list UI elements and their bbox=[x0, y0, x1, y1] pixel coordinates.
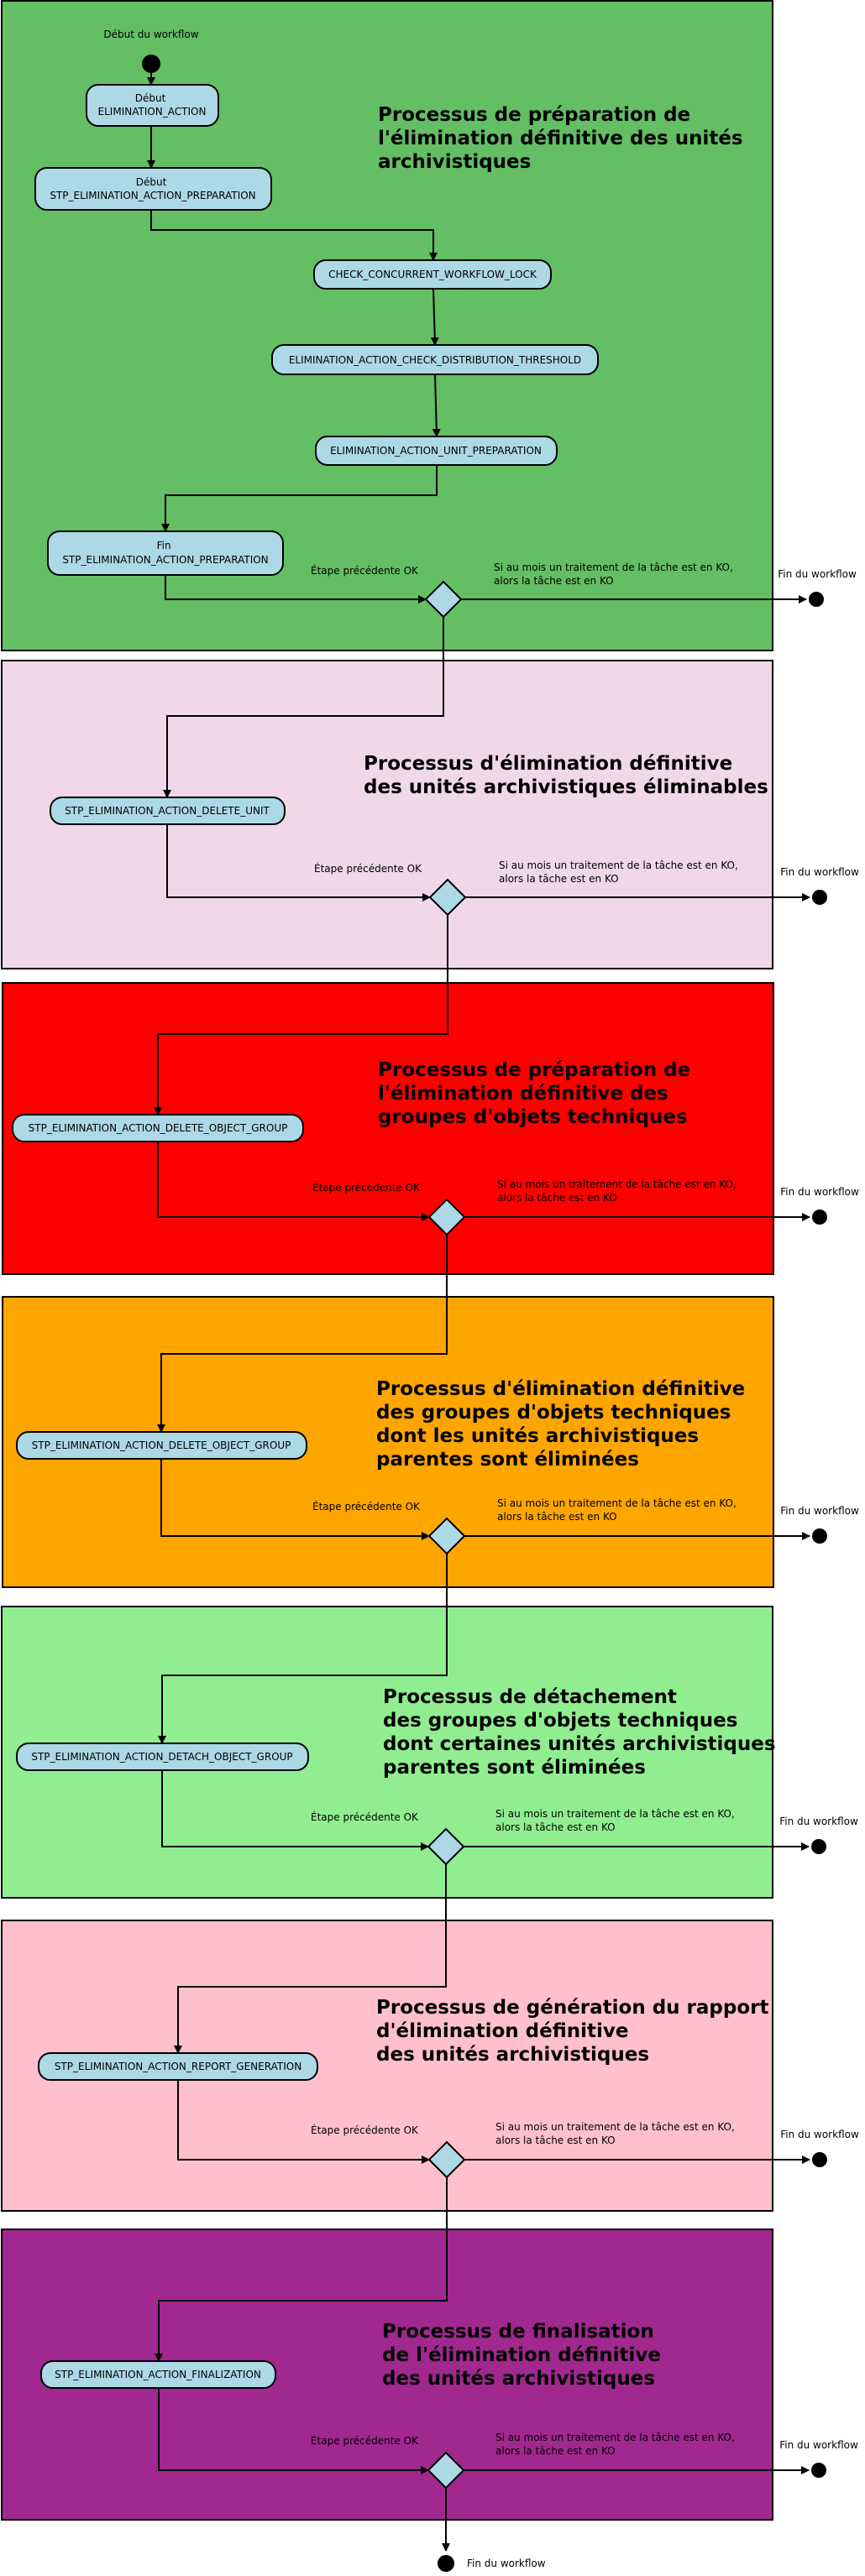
lane-4-title: Processus d'élimination définitive des g… bbox=[376, 1378, 752, 1471]
svg-text:STP_ELIMINATION_ACTION_DELETE_: STP_ELIMINATION_ACTION_DELETE_OBJECT_GRO… bbox=[32, 1440, 291, 1451]
step-delete-object-group-1: STP_ELIMINATION_ACTION_DELETE_OBJECT_GRO… bbox=[12, 1114, 304, 1142]
svg-text:CHECK_CONCURRENT_WORKFLOW_LOCK: CHECK_CONCURRENT_WORKFLOW_LOCK bbox=[328, 269, 537, 280]
end-label-1: Fin du workflow bbox=[778, 568, 857, 580]
ko-label-1: Si au mois un traitement de la tâche est… bbox=[494, 562, 733, 587]
ok-label-4: Étape précédente OK bbox=[312, 1500, 421, 1513]
svg-text:Début STP_ELIMINATION_AC: Début STP_ELIMINATION_ACTION_PREPARATION bbox=[50, 176, 255, 201]
ok-label-6: Étape précédente OK bbox=[311, 2124, 419, 2136]
svg-text:ELIMINATION_ACTION_UNIT_PREPAR: ELIMINATION_ACTION_UNIT_PREPARATION bbox=[330, 445, 542, 457]
edge-report-to-gate-6 bbox=[177, 2080, 430, 2164]
lane-6-title: Processus de génération du rapport d'éli… bbox=[376, 1997, 776, 2066]
end-label-4: Fin du workflow bbox=[780, 1505, 859, 1517]
end-node-6 bbox=[812, 2152, 827, 2167]
step-check-concurrent-workflow-lock: CHECK_CONCURRENT_WORKFLOW_LOCK bbox=[313, 259, 552, 290]
step-check-distribution-threshold: ELIMINATION_ACTION_CHECK_DISTRIBUTION_TH… bbox=[271, 344, 599, 375]
start-node bbox=[142, 55, 160, 73]
svg-text:STP_ELIMINATION_ACTION_DELETE_: STP_ELIMINATION_ACTION_DELETE_OBJECT_GRO… bbox=[29, 1122, 288, 1134]
lane-2-title: Processus d'élimination définitive des u… bbox=[364, 753, 768, 798]
end-node-2 bbox=[812, 890, 827, 905]
decision-gate-3 bbox=[427, 1198, 466, 1236]
decision-gate-2 bbox=[428, 878, 467, 917]
ok-label-7: Étape précédente OK bbox=[311, 2434, 419, 2447]
step-unit-preparation: ELIMINATION_ACTION_UNIT_PREPARATION bbox=[315, 436, 558, 466]
edge-gate-2-to-lane-3 bbox=[154, 915, 448, 1116]
edge-gate-5-to-lane-6 bbox=[174, 1864, 447, 2054]
end-node-5 bbox=[811, 1839, 826, 1854]
ko-label-2: Si au mois un traitement de la tâche est… bbox=[499, 860, 738, 885]
end-label-3: Fin du workflow bbox=[780, 1186, 859, 1198]
step-detach-object-group: STP_ELIMINATION_ACTION_DETACH_OBJECT_GRO… bbox=[16, 1743, 309, 1771]
end-node-7 bbox=[811, 2463, 826, 2478]
edge-lock-to-threshold bbox=[430, 288, 439, 346]
end-node-3 bbox=[812, 1210, 827, 1225]
svg-text:STP_ELIMINATION_ACTION_DELETE_: STP_ELIMINATION_ACTION_DELETE_UNIT bbox=[65, 805, 270, 817]
end-node-1 bbox=[809, 592, 824, 607]
lane-7-title: Processus de finalisation de l'éliminati… bbox=[382, 2321, 668, 2390]
start-label: Début du workflow bbox=[103, 29, 198, 40]
ko-label-3: Si au mois un traitement de la tâche est… bbox=[497, 1178, 737, 1204]
step-report-generation: STP_ELIMINATION_ACTION_REPORT_GENERATION bbox=[38, 2052, 318, 2081]
lane-3-title: Processus de préparation de l'éliminatio… bbox=[378, 1059, 697, 1128]
edge-gate-3-to-lane-4 bbox=[157, 1235, 448, 1433]
decision-gate-7 bbox=[427, 2451, 465, 2490]
end-label-2: Fin du workflow bbox=[780, 866, 859, 878]
decision-gate-1 bbox=[424, 580, 463, 619]
svg-text:Fin STP_ELIMINATION_ACTI: Fin STP_ELIMINATION_ACTION_PREPARATION bbox=[62, 540, 268, 566]
lane-1-title: Processus de préparation de l'éliminatio… bbox=[378, 104, 750, 173]
decision-gate-6 bbox=[427, 2140, 466, 2179]
step-debut-elimination-action: Début ELIMINATION_ACTION bbox=[86, 84, 219, 127]
end-label-7: Fin du workflow bbox=[779, 2439, 858, 2451]
ok-label-3: Étape précédente OK bbox=[312, 1181, 421, 1194]
svg-text:ELIMINATION_ACTION_CHECK_DISTR: ELIMINATION_ACTION_CHECK_DISTRIBUTION_TH… bbox=[289, 354, 581, 366]
edge-fin-step-to-gate-1 bbox=[165, 575, 427, 604]
edge-gate-1-to-lane-2 bbox=[163, 617, 444, 798]
edge-finalization-to-gate-7 bbox=[158, 2388, 429, 2474]
edge-detach-og-to-gate-5 bbox=[161, 1770, 429, 1851]
edge-unit-prep-to-fin-step bbox=[161, 465, 438, 532]
ko-label-5: Si au mois un traitement de la tâche est… bbox=[495, 1808, 735, 1833]
svg-text:STP_ELIMINATION_ACTION_DETACH_: STP_ELIMINATION_ACTION_DETACH_OBJECT_GRO… bbox=[31, 1751, 292, 1763]
ko-label-6: Si au mois un traitement de la tâche est… bbox=[495, 2121, 735, 2146]
step-delete-object-group-2: STP_ELIMINATION_ACTION_DELETE_OBJECT_GRO… bbox=[16, 1431, 307, 1460]
step-finalization: STP_ELIMINATION_ACTION_FINALIZATION bbox=[40, 2360, 276, 2389]
final-end-node bbox=[438, 2555, 454, 2572]
decision-gate-4 bbox=[427, 1517, 466, 1555]
ok-label-5: Étape précédente OK bbox=[311, 1811, 419, 1823]
edge-threshold-to-unit-prep bbox=[432, 374, 441, 437]
edge-debut-step-to-lock bbox=[150, 210, 438, 261]
edge-delete-og-to-gate-3 bbox=[157, 1142, 430, 1221]
lane-5-title: Processus de détachement des groupes d'o… bbox=[383, 1686, 783, 1779]
ko-label-7: Si au mois un traitement de la tâche est… bbox=[495, 2432, 735, 2457]
edge-gate-6-to-lane-7 bbox=[155, 2177, 448, 2362]
final-end-label: Fin du workflow bbox=[467, 2558, 546, 2569]
ko-label-4: Si au mois un traitement de la tâche est… bbox=[497, 1497, 737, 1523]
svg-text:STP_ELIMINATION_ACTION_FINALIZ: STP_ELIMINATION_ACTION_FINALIZATION bbox=[55, 2369, 261, 2380]
step-debut-preparation: Début STP_ELIMINATION_ACTION_PREPARATION bbox=[34, 167, 272, 211]
decision-gate-5 bbox=[427, 1827, 465, 1866]
end-label-6: Fin du workflow bbox=[780, 2129, 859, 2140]
ok-label-2: Étape précédente OK bbox=[314, 862, 422, 875]
end-label-5: Fin du workflow bbox=[779, 1816, 858, 1827]
ok-label-1: Étape précédente OK bbox=[311, 564, 419, 577]
svg-text:Début ELIMINATION_ACTION: Début ELIMINATION_ACTION bbox=[98, 92, 207, 118]
edge-gate-4-to-lane-5 bbox=[158, 1554, 448, 1744]
svg-text:STP_ELIMINATION_ACTION_REPORT_: STP_ELIMINATION_ACTION_REPORT_GENERATION bbox=[55, 2061, 301, 2072]
end-node-4 bbox=[812, 1528, 827, 1544]
edge-delete-unit-to-gate-2 bbox=[166, 824, 431, 901]
step-fin-preparation: Fin STP_ELIMINATION_ACTION_PREPARATION bbox=[47, 530, 284, 576]
step-delete-unit: STP_ELIMINATION_ACTION_DELETE_UNIT bbox=[50, 797, 286, 825]
edge-delete-og2-to-gate-4 bbox=[160, 1459, 430, 1540]
